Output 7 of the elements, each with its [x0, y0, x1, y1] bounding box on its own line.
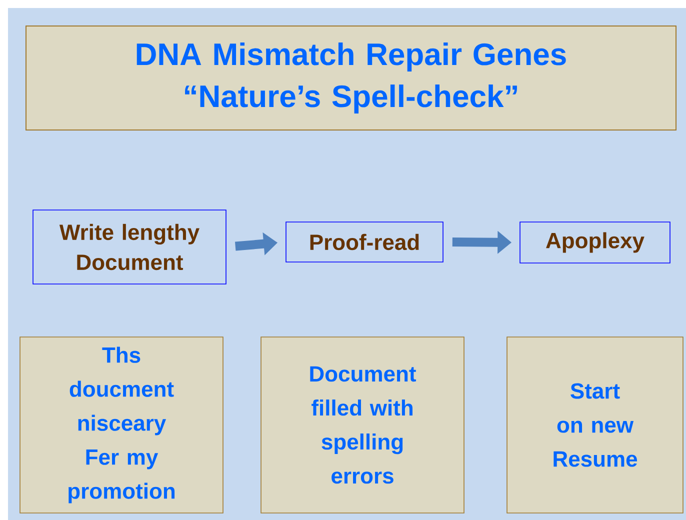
process-box: Proof-read — [286, 222, 444, 262]
process-box: Write lengthy Document — [32, 210, 226, 284]
note-box: Ths doucment nisceary Fer my promotion — [20, 336, 224, 514]
note-box: Document filled with spelling errors — [260, 336, 464, 514]
note-box: Start on new Resume — [506, 336, 684, 514]
process-box: Apoplexy — [520, 222, 670, 264]
title-box: DNA Mismatch Repair Genes “Nature’s Spell-check” — [26, 26, 676, 130]
